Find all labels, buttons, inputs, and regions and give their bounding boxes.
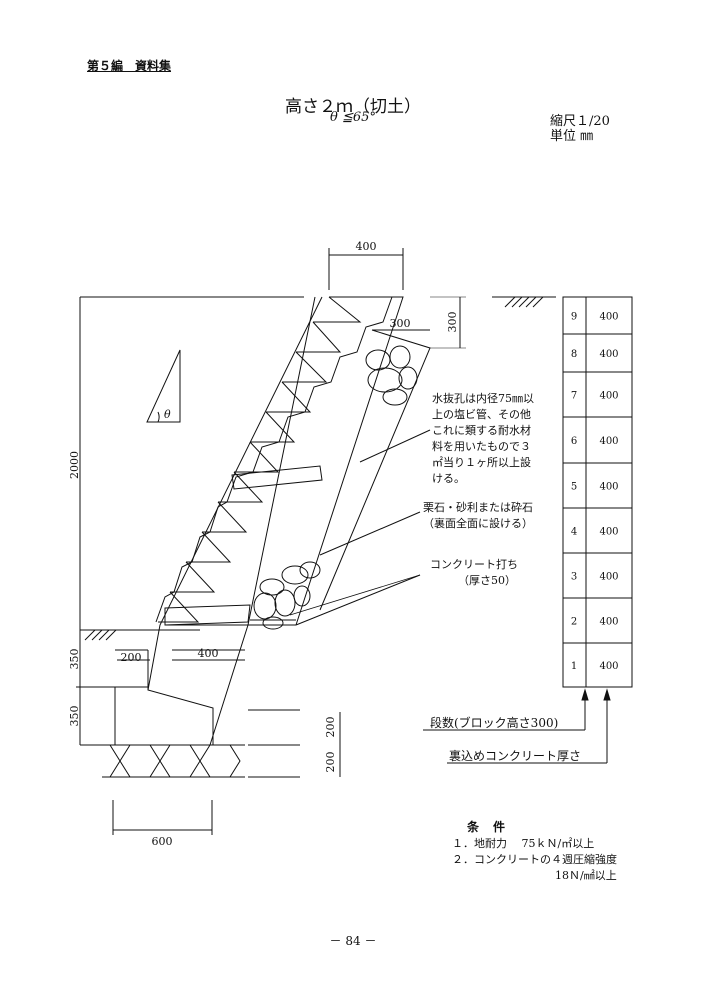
- theta-label: θ: [164, 408, 171, 421]
- table-thickness-value: 400: [599, 617, 618, 628]
- table-step-number: 7: [571, 391, 577, 402]
- angle-condition: θ ≦65°: [330, 110, 376, 125]
- dim-footing-width: 600: [152, 835, 173, 848]
- dim-back-width: 300: [390, 317, 411, 330]
- dim-back-height: 300: [446, 312, 459, 333]
- dim-total-height: 2000: [68, 451, 81, 479]
- footing: [114, 649, 245, 745]
- dim-top-width: 400: [356, 240, 377, 253]
- conditions-list: １．地耐力 75ｋＮ/㎡以上 ２．コンクリートの４週圧縮強度 18Ｎ/㎟以上: [452, 836, 617, 884]
- table-step-number: 1: [571, 661, 577, 672]
- gravel-bottom: [253, 561, 321, 630]
- table-thickness-value: 400: [599, 527, 618, 538]
- table-thickness-value: 400: [599, 661, 618, 672]
- table-thickness-value: 400: [599, 482, 618, 493]
- dim-footing-height: 350: [68, 706, 81, 727]
- soil-hatch-front: [84, 629, 117, 641]
- table-thickness-value: 400: [599, 436, 618, 447]
- gravel-note: 栗石・砂利または砕石 （裏面全面に設ける）: [423, 501, 533, 530]
- legend-backfill: 裏込めコンクリート厚さ: [449, 748, 581, 763]
- condition-item: ２．コンクリートの４週圧縮強度: [452, 853, 617, 866]
- block-wall: [147, 296, 431, 746]
- dim-toe-width: 200: [121, 651, 142, 664]
- table-thickness-value: 400: [599, 349, 618, 360]
- drain-pipe: [231, 429, 431, 490]
- gravel-top: [365, 345, 418, 406]
- scale-info: 縮尺１/20 単位 ㎜: [550, 114, 610, 144]
- table-step-number: 8: [571, 349, 577, 360]
- dim-toe-block: 400: [198, 647, 219, 660]
- table-step-number: 3: [571, 572, 577, 583]
- table-thickness-value: 400: [599, 312, 618, 323]
- table-step-number: 9: [571, 312, 577, 323]
- conditions-title: 条件: [467, 820, 520, 834]
- base-slab: [164, 574, 421, 626]
- dim-embed-height: 350: [68, 649, 81, 670]
- section-header: 第５編 資料集: [87, 59, 172, 73]
- dim-base-h2: 200: [324, 752, 337, 773]
- dim-base-h1: 200: [324, 717, 337, 738]
- table-step-number: 4: [571, 527, 577, 538]
- condition-item-value: 18Ｎ/㎟以上: [555, 869, 617, 882]
- foundation-gravel: [80, 744, 245, 778]
- page-title: 高さ２ｍ（切土）: [285, 97, 421, 117]
- condition-item: １．地耐力 75ｋＮ/㎡以上: [452, 837, 595, 850]
- spec-table: [423, 296, 633, 764]
- angle-triangle: [146, 349, 181, 423]
- table-step-number: 5: [571, 482, 577, 493]
- table-step-number: 2: [571, 617, 577, 628]
- legend-steps: 段数(ブロック高さ300): [430, 715, 558, 730]
- page-number: － 84 －: [329, 934, 377, 948]
- table-thickness-value: 400: [599, 572, 618, 583]
- table-thickness-value: 400: [599, 391, 618, 402]
- table-step-number: 6: [571, 436, 577, 447]
- soil-hatch-top: [504, 296, 544, 308]
- scale-ratio: 縮尺１/20: [550, 114, 610, 129]
- drain-note: 水抜孔は内径75㎜以 上の塩ビ管、その他 これに類する耐水材 料を用いたもので３…: [432, 392, 534, 485]
- concrete-note: コンクリート打ち （厚さ50）: [430, 558, 518, 587]
- scale-unit: 単位 ㎜: [550, 129, 594, 144]
